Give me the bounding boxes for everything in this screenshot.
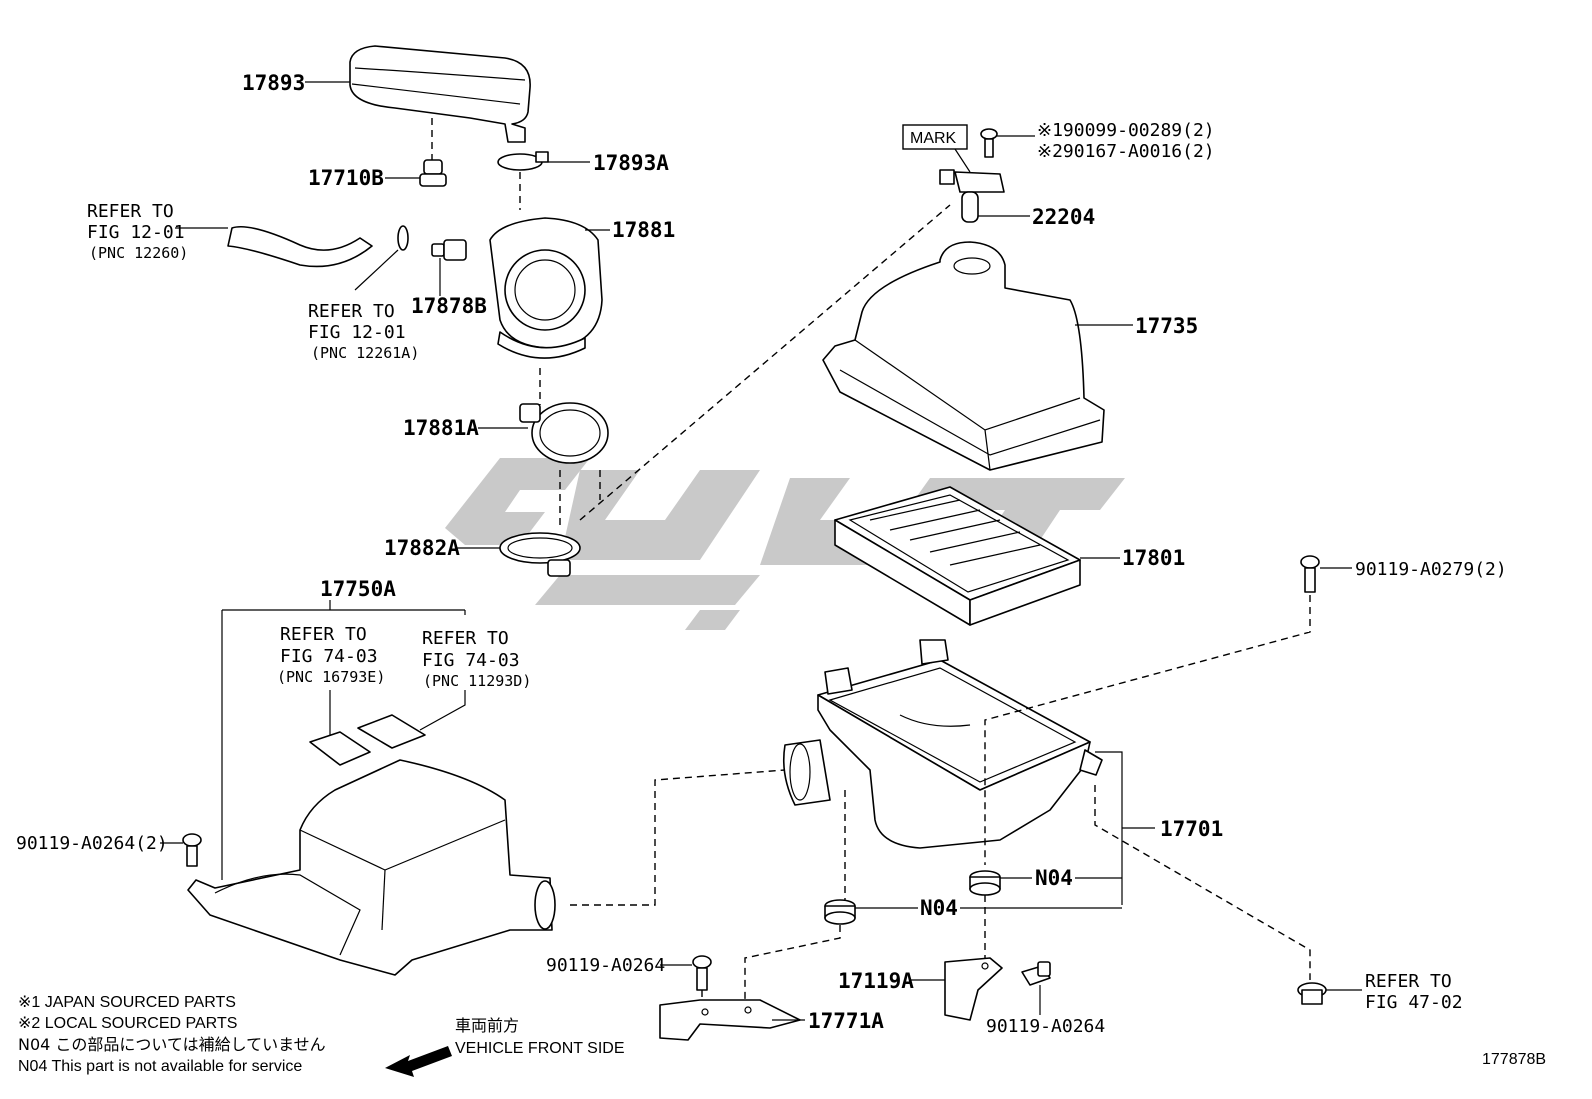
label-17750a: 17750A	[320, 577, 396, 601]
clamp-17893a[interactable]	[497, 151, 549, 171]
grommet-n04-lower[interactable]	[824, 899, 856, 925]
bolt-a0264-mid[interactable]	[692, 955, 712, 991]
label-sticker-2	[357, 714, 426, 749]
bracket-17119a[interactable]	[944, 957, 1003, 1021]
label-22204: 22204	[1032, 205, 1095, 229]
clip-ref-line3: (PNC 12261A)	[311, 344, 419, 362]
grommet-fig47[interactable]	[1297, 982, 1327, 1005]
clamp-17882a[interactable]	[499, 532, 581, 577]
label2-ref-line2: FIG 74-03	[422, 650, 520, 671]
air-flow-sensor-22204[interactable]	[939, 169, 1005, 223]
label-17710b: 17710B	[308, 166, 384, 190]
mark-box: MARK	[902, 124, 968, 150]
bolt-a0279[interactable]	[1300, 555, 1320, 593]
grommet-ref-line2: FIG 47-02	[1365, 992, 1463, 1013]
label-sticker-1	[309, 731, 371, 766]
plug-17710b[interactable]	[419, 159, 447, 187]
grommet-n04-upper[interactable]	[969, 870, 1001, 896]
label-17119a: 17119A	[838, 969, 914, 993]
note-japan-sourced: ※1 JAPAN SOURCED PARTS	[18, 994, 236, 1011]
label1-ref-line3: (PNC 16793E)	[277, 668, 385, 686]
label1-ref-line2: FIG 74-03	[280, 646, 378, 667]
note-local-sourced: ※2 LOCAL SOURCED PARTS	[18, 1015, 237, 1032]
label2-ref-line3: (PNC 11293D)	[423, 672, 531, 690]
label-17878b: 17878B	[411, 294, 487, 318]
hose-ref-part[interactable]	[227, 225, 373, 268]
bolt-top-2: ※290167-A0016(2)	[1037, 141, 1215, 162]
bolt-a0264-right[interactable]	[1021, 961, 1051, 986]
label-17881a: 17881A	[403, 416, 479, 440]
grommet-ref-line1: REFER TO	[1365, 971, 1452, 992]
clip-ref-line2: FIG 12-01	[308, 322, 406, 343]
label-17893a: 17893A	[593, 151, 669, 175]
note-n04-jp: N04 この部品については補給していません	[18, 1035, 326, 1054]
hose-ref-line1: REFER TO	[87, 201, 174, 222]
air-cleaner-cover-17735[interactable]	[822, 241, 1105, 471]
air-cleaner-hose-17881[interactable]	[489, 217, 603, 359]
front-jp: 車両前方	[455, 1016, 519, 1035]
front-en: VEHICLE FRONT SIDE	[455, 1040, 625, 1057]
bolt-a0264-left[interactable]	[182, 833, 202, 867]
bracket-17771a[interactable]	[659, 999, 801, 1041]
fitting-17878b[interactable]	[431, 239, 467, 261]
label-17701: 17701	[1160, 817, 1223, 841]
bolt-a0264-mid-label: 90119-A0264	[546, 955, 665, 976]
figure-id: 177878B	[1482, 1051, 1546, 1068]
label-17881: 17881	[612, 218, 675, 242]
hose-ref-line3: (PNC 12260)	[89, 244, 188, 262]
label-n04-lower: N04	[920, 896, 958, 920]
label-17893: 17893	[242, 71, 305, 95]
mark-text: MARK	[910, 130, 957, 147]
air-inlet-17750a[interactable]	[187, 759, 556, 976]
bolt-a0264-right-label: 90119-A0264	[986, 1016, 1105, 1037]
resonator-17893[interactable]	[349, 45, 531, 143]
clip-ref-part[interactable]	[397, 225, 409, 251]
bolt-top-1: ※190099-00289(2)	[1037, 120, 1215, 141]
air-filter-17801[interactable]	[834, 486, 1081, 626]
front-arrow-icon	[385, 1046, 452, 1077]
label-n04-upper: N04	[1035, 866, 1073, 890]
label-17882a: 17882A	[384, 536, 460, 560]
note-n04-en: N04 This part is not available for servi…	[18, 1058, 302, 1075]
clip-ref-line1: REFER TO	[308, 301, 395, 322]
label1-ref-line1: REFER TO	[280, 624, 367, 645]
hose-ref-line2: FIG 12-01	[87, 222, 185, 243]
label-17735: 17735	[1135, 314, 1198, 338]
bolt-a0264-left-label: 90119-A0264(2)	[16, 833, 168, 854]
label-17771a: 17771A	[808, 1009, 884, 1033]
label2-ref-line1: REFER TO	[422, 628, 509, 649]
screw-top[interactable]	[980, 128, 998, 158]
bolt-a0279-label: 90119-A0279(2)	[1355, 559, 1507, 580]
air-cleaner-case-17701[interactable]	[782, 639, 1103, 849]
label-17801: 17801	[1122, 546, 1185, 570]
clamp-17881a[interactable]	[519, 402, 609, 464]
